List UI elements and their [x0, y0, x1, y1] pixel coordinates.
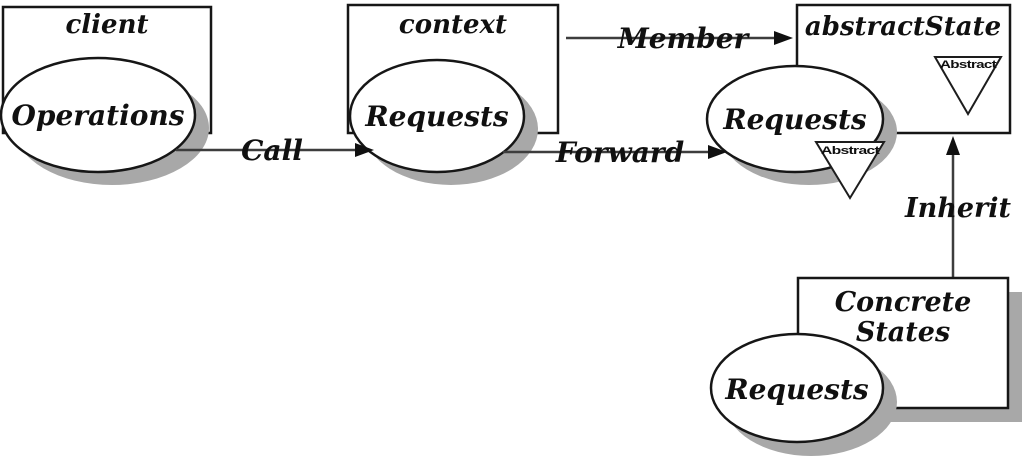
concrete-requests-ellipse	[709, 332, 885, 444]
abstract-triangle-icon	[933, 56, 1003, 116]
concrete-states-box-title-line2: States	[856, 317, 950, 348]
context-requests-ellipse-label: Requests	[364, 100, 509, 133]
operations-ellipse-label: Operations	[11, 99, 184, 132]
abstract-state-box-title: abstractState	[805, 12, 1001, 42]
member-arrow-label: Member	[617, 22, 751, 55]
forward-arrow-label: Forward	[555, 136, 684, 169]
concrete-states-box-title-line1: Concrete	[835, 287, 972, 318]
abstract-requests-ellipse-label: Requests	[722, 103, 867, 136]
member-arrowhead-icon	[774, 31, 793, 45]
forward-arrowhead-icon	[708, 145, 727, 159]
call-arrowhead-icon	[355, 143, 374, 157]
context-box-title: context	[399, 10, 507, 40]
context-requests-ellipse	[348, 58, 526, 174]
inherit-arrowhead-icon	[946, 136, 960, 155]
abstract-ellipse-triangle-icon	[814, 141, 886, 200]
inherit-arrow-label: Inherit	[904, 193, 1012, 224]
abstract-triangle-label: Abstract	[940, 59, 997, 71]
operations-ellipse	[0, 56, 197, 174]
abstract-ellipse-triangle-label: Abstract	[821, 145, 880, 157]
call-arrow-label: Call	[241, 134, 303, 167]
concrete-requests-ellipse-label: Requests	[724, 373, 869, 406]
client-box-title: client	[65, 10, 148, 40]
